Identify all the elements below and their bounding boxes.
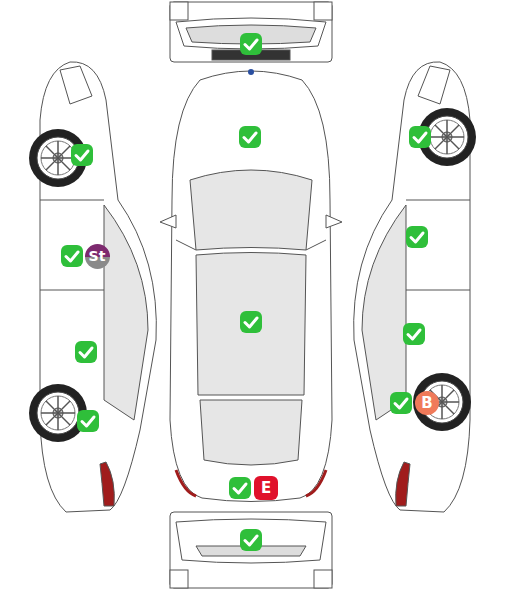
badge-letter: B [421, 396, 432, 411]
badge-letter: St [89, 249, 106, 263]
badge-letter: E [261, 481, 271, 496]
status-badge: E [254, 476, 278, 500]
status-badge: B [415, 391, 439, 415]
status-badge: St [85, 244, 110, 269]
